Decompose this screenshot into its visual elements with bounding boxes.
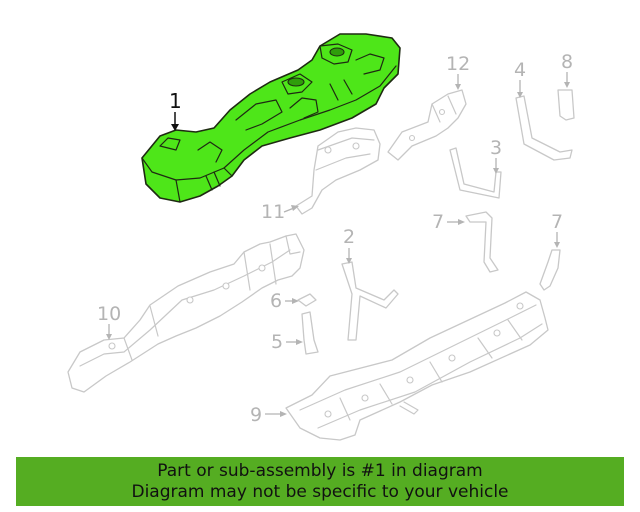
- callout-label-7a: 7: [432, 211, 444, 233]
- callout-label-9: 9: [250, 404, 262, 426]
- strap-part-7-upper[interactable]: [465, 211, 499, 273]
- strap-part-2[interactable]: [341, 261, 399, 341]
- skid-plate-part-9[interactable]: [285, 291, 549, 441]
- parts-diagram: 1 2 3 4 5 6 7 7: [67, 33, 575, 441]
- frame-rail-part-10[interactable]: [67, 233, 305, 393]
- callout-label-6: 6: [270, 290, 282, 312]
- callout-label-4: 4: [514, 59, 526, 81]
- callout-2[interactable]: 2: [343, 226, 355, 264]
- callout-3[interactable]: 3: [490, 137, 502, 174]
- fuel-tank-part-1[interactable]: [141, 33, 401, 203]
- callout-1[interactable]: 1: [169, 89, 182, 131]
- callout-label-5: 5: [271, 331, 283, 353]
- bracket-part-5[interactable]: [301, 311, 319, 355]
- callout-7-upper[interactable]: 7: [432, 211, 465, 233]
- callout-label-11: 11: [261, 201, 285, 223]
- callout-6[interactable]: 6: [270, 290, 299, 312]
- bracket-part-11[interactable]: [295, 127, 381, 215]
- callout-label-8: 8: [561, 51, 573, 73]
- callout-label-2: 2: [343, 226, 355, 248]
- callout-4[interactable]: 4: [514, 59, 526, 98]
- info-banner: Part or sub-assembly is #1 in diagram Di…: [16, 457, 624, 506]
- callout-12[interactable]: 12: [446, 53, 470, 90]
- callout-label-12: 12: [446, 53, 470, 75]
- bracket-part-12[interactable]: [387, 89, 467, 161]
- callout-7-lower[interactable]: 7: [551, 211, 563, 248]
- callout-11[interactable]: 11: [261, 201, 299, 223]
- callout-label-3: 3: [490, 137, 502, 159]
- banner-line-1: Part or sub-assembly is #1 in diagram: [157, 460, 483, 481]
- callout-label-1: 1: [169, 89, 182, 113]
- clip-part-6[interactable]: [297, 293, 317, 307]
- callout-8[interactable]: 8: [561, 51, 573, 88]
- callout-label-10: 10: [97, 303, 121, 325]
- strap-part-4[interactable]: [515, 95, 573, 161]
- callout-label-7b: 7: [551, 211, 563, 233]
- strap-part-7-lower[interactable]: [539, 249, 561, 291]
- callout-5[interactable]: 5: [271, 331, 303, 353]
- banner-line-2: Diagram may not be specific to your vehi…: [131, 481, 509, 502]
- callout-9[interactable]: 9: [250, 404, 287, 426]
- callout-10[interactable]: 10: [97, 303, 121, 340]
- bracket-part-8[interactable]: [557, 89, 575, 121]
